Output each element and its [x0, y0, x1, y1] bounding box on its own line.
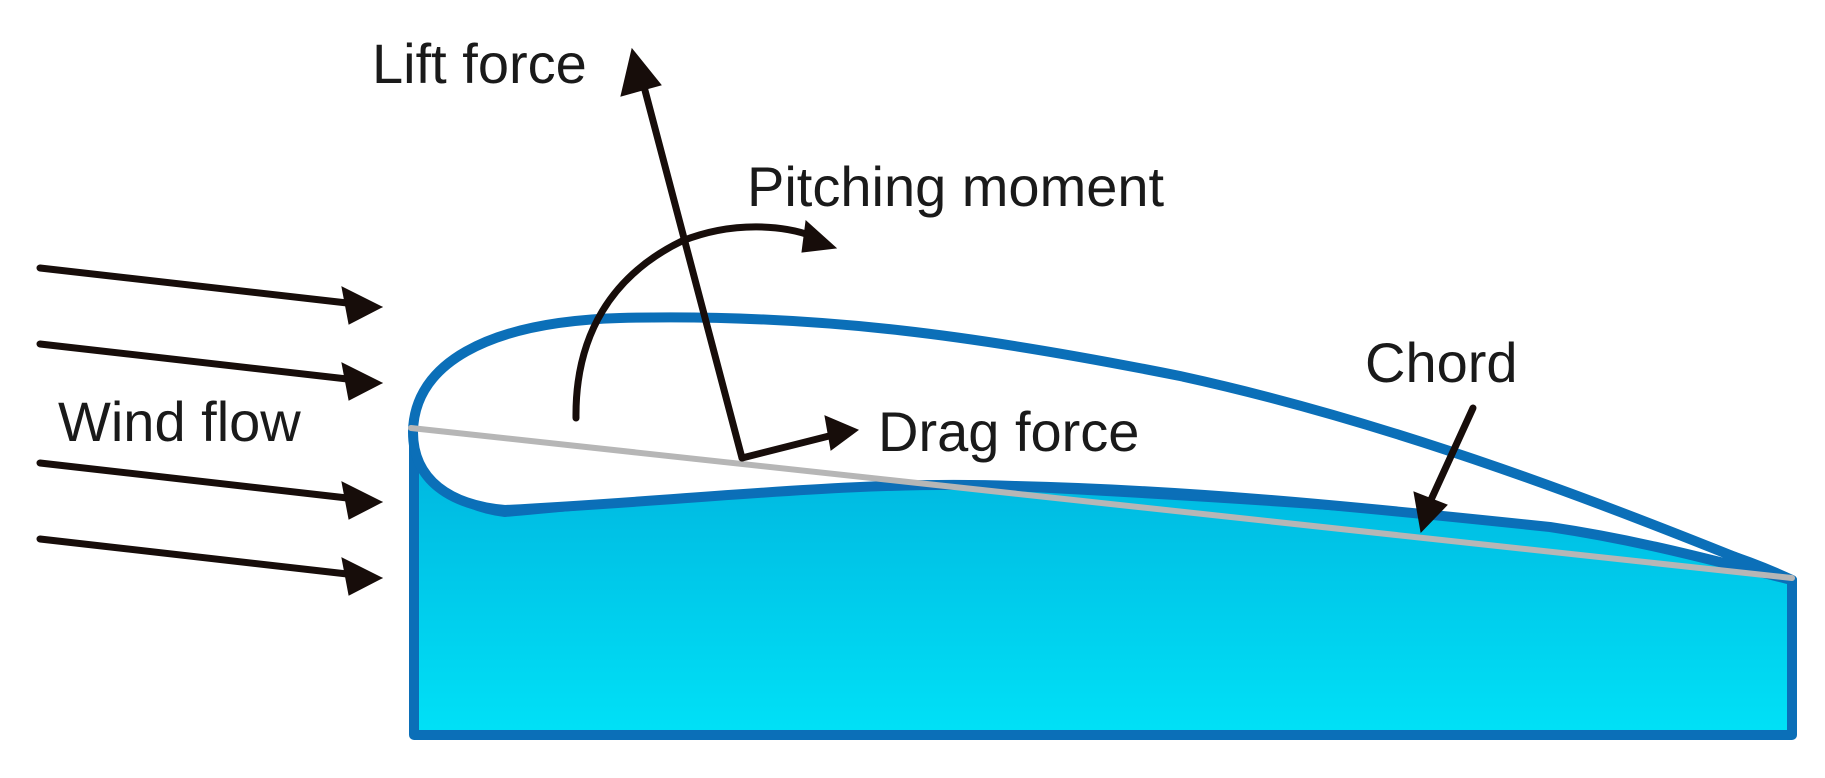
wind-flow-arrows: [36, 264, 384, 596]
lift-force-arrow: [620, 47, 746, 462]
pitching-moment-arrow: [572, 219, 838, 422]
drag-force-arrow: [738, 415, 860, 462]
chord-pointer-arrow: [1413, 404, 1477, 534]
chord-line: [408, 425, 1795, 581]
chord-label: Chord: [1365, 331, 1518, 394]
wind-flow-label: Wind flow: [58, 390, 301, 453]
drag-force-label: Drag force: [878, 400, 1139, 463]
pitching-moment-label: Pitching moment: [747, 155, 1165, 218]
lift-force-label: Lift force: [372, 32, 587, 95]
airfoil-outline: [408, 312, 1797, 585]
